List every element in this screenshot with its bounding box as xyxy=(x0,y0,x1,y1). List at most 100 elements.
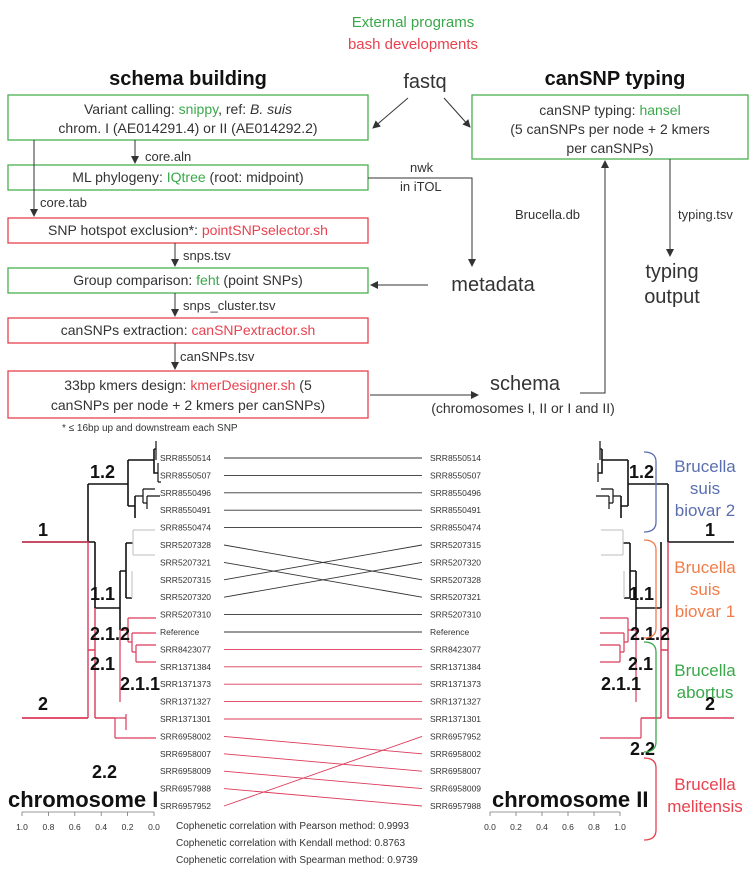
axis-tick-label: 0.4 xyxy=(536,822,548,832)
cansnp-typing-box xyxy=(471,94,749,160)
group-labels: Brucella suis biovar 2 Brucella suis bio… xyxy=(667,457,743,816)
node-label-2-right: 2 xyxy=(705,694,715,714)
workflow-arrows xyxy=(30,97,674,399)
node-label-2-1-2-left: 2.1.2 xyxy=(90,624,130,644)
right-taxon-label: SRR5207315 xyxy=(430,540,481,550)
bracket-biovar-1 xyxy=(643,539,657,639)
group-1-line2: suis xyxy=(690,479,720,498)
left-dendrogram xyxy=(22,441,161,739)
tangle-connector xyxy=(223,788,423,807)
group-2-line3: biovar 1 xyxy=(675,602,735,621)
tangle-connector xyxy=(223,561,423,598)
cansnp-typing-text: canSNP typing: hansel xyxy=(539,102,680,118)
left-taxon-label: SRR6957952 xyxy=(160,801,211,811)
axis-tick-label: 0.0 xyxy=(484,822,496,832)
ml-phylogeny-text: ML phylogeny: IQtree (root: midpoint) xyxy=(72,169,303,185)
legend-external: External programs xyxy=(352,14,475,31)
node-label-2-left: 2 xyxy=(38,694,48,714)
left-taxon-label: SRR6958002 xyxy=(160,731,211,741)
right-taxon-label: SRR5207320 xyxy=(430,557,481,567)
left-taxon-label: SRR1371327 xyxy=(160,697,211,707)
group-3-line2: abortus xyxy=(677,683,734,702)
axis-tick-label: 0.0 xyxy=(148,822,160,832)
metadata-label: metadata xyxy=(451,274,535,296)
node-label-1-1-right: 1.1 xyxy=(629,584,654,604)
schema-label: schema xyxy=(490,373,561,395)
left-taxon-label: SRR5207310 xyxy=(160,610,211,620)
left-taxa: SRR8550514SRR8550507SRR8550496SRR8550491… xyxy=(160,453,211,811)
typing-output-label-2: output xyxy=(644,286,700,308)
tangle-connector xyxy=(223,544,423,581)
tangle-connector xyxy=(223,770,423,790)
axis-tick-label: 0.6 xyxy=(69,822,81,832)
right-taxon-label: SRR1371327 xyxy=(430,697,481,707)
legend-bash: bash developments xyxy=(348,36,478,53)
tangle-connector xyxy=(223,735,423,807)
bracket-biovar-2 xyxy=(643,451,657,533)
group-comparison-box xyxy=(7,267,369,294)
edge-typing-tsv: typing.tsv xyxy=(678,207,733,222)
fastq-label: fastq xyxy=(403,71,446,93)
left-taxon-label: SRR8550474 xyxy=(160,523,211,533)
group-4-line1: Brucella xyxy=(674,775,736,794)
right-taxon-label: SRR8423077 xyxy=(430,644,481,654)
snp-exclusion-text: SNP hotspot exclusion*: pointSNPselector… xyxy=(48,222,328,238)
chromosome-2-title: chromosome II xyxy=(492,787,648,812)
arrow-schema-typing xyxy=(580,160,609,394)
bracket-melitensis xyxy=(643,757,657,841)
right-taxon-label: SRR6958007 xyxy=(430,766,481,776)
node-labels: 1.2 1 1.1 2.1.2 2.1 2.1.1 2 2.2 1.2 1 1.… xyxy=(38,462,715,782)
variant-calling-line2: chrom. I (AE014291.4) or II (AE014292.2) xyxy=(58,120,317,136)
left-taxon-label: SRR6957988 xyxy=(160,784,211,794)
edge-itol: in iTOL xyxy=(400,179,442,194)
right-taxon-label: SRR5207310 xyxy=(430,610,481,620)
right-taxon-label: SRR6958009 xyxy=(430,784,481,794)
group-2-line1: Brucella xyxy=(674,558,736,577)
footnote: * ≤ 16bp up and downstream each SNP xyxy=(62,423,238,434)
axis-tick-label: 0.6 xyxy=(562,822,574,832)
arrow-fastq-typing xyxy=(443,97,471,128)
bracket-abortus xyxy=(643,641,657,753)
kmer-design-box xyxy=(7,370,369,419)
schema-sublabel: (chromosomes I, II or I and II) xyxy=(431,400,615,416)
typing-output-label-1: typing xyxy=(645,261,698,283)
edge-core-tab: core.tab xyxy=(40,195,87,210)
right-dendrogram xyxy=(596,441,734,739)
edge-snps-cluster: snps_cluster.tsv xyxy=(183,298,276,313)
axis-tick-label: 1.0 xyxy=(16,822,28,832)
left-taxon-label: SRR8550507 xyxy=(160,470,211,480)
left-taxon-label: SRR8423077 xyxy=(160,644,211,654)
right-taxon-label: SRR8550507 xyxy=(430,470,481,480)
node-label-1-right: 1 xyxy=(705,520,715,540)
right-taxon-label: SRR6958002 xyxy=(430,749,481,759)
group-1-line3: biovar 2 xyxy=(675,501,735,520)
cansnp-typing-line2: (5 canSNPs per node + 2 kmers xyxy=(510,121,710,137)
tangle-connectors xyxy=(223,457,423,807)
right-taxon-label: SRR8550496 xyxy=(430,488,481,498)
group-4-line2: melitensis xyxy=(667,797,743,816)
left-taxon-label: SRR1371373 xyxy=(160,679,211,689)
right-taxon-label: SRR8550474 xyxy=(430,523,481,533)
edge-cansnps-tsv: canSNPs.tsv xyxy=(180,349,255,364)
node-label-1-1-left: 1.1 xyxy=(90,584,115,604)
left-taxon-label: SRR1371301 xyxy=(160,714,211,724)
cansnp-extraction-box xyxy=(7,317,369,344)
left-taxon-label: SRR5207328 xyxy=(160,540,211,550)
cansnp-typing-line3: per canSNPs) xyxy=(566,140,653,156)
left-taxon-label: SRR8550496 xyxy=(160,488,211,498)
chromosome-1-title: chromosome I xyxy=(8,787,158,812)
node-label-1-left: 1 xyxy=(38,520,48,540)
edge-nwk: nwk xyxy=(410,160,434,175)
axis-tick-label: 1.0 xyxy=(614,822,626,832)
ml-phylogeny-box xyxy=(7,164,369,191)
variant-calling-text: Variant calling: snippy, ref: B. suis xyxy=(84,101,292,117)
right-taxa: SRR8550514SRR8550507SRR8550496SRR8550491… xyxy=(430,453,481,811)
left-taxon-label: SRR5207321 xyxy=(160,557,211,567)
node-label-1-2-right: 1.2 xyxy=(629,462,654,482)
right-taxon-label: SRR1371384 xyxy=(430,662,481,672)
left-taxon-label: SRR6958009 xyxy=(160,766,211,776)
right-taxon-label: SRR6957952 xyxy=(430,731,481,741)
corr-pearson: Cophenetic correlation with Pearson meth… xyxy=(176,821,409,832)
